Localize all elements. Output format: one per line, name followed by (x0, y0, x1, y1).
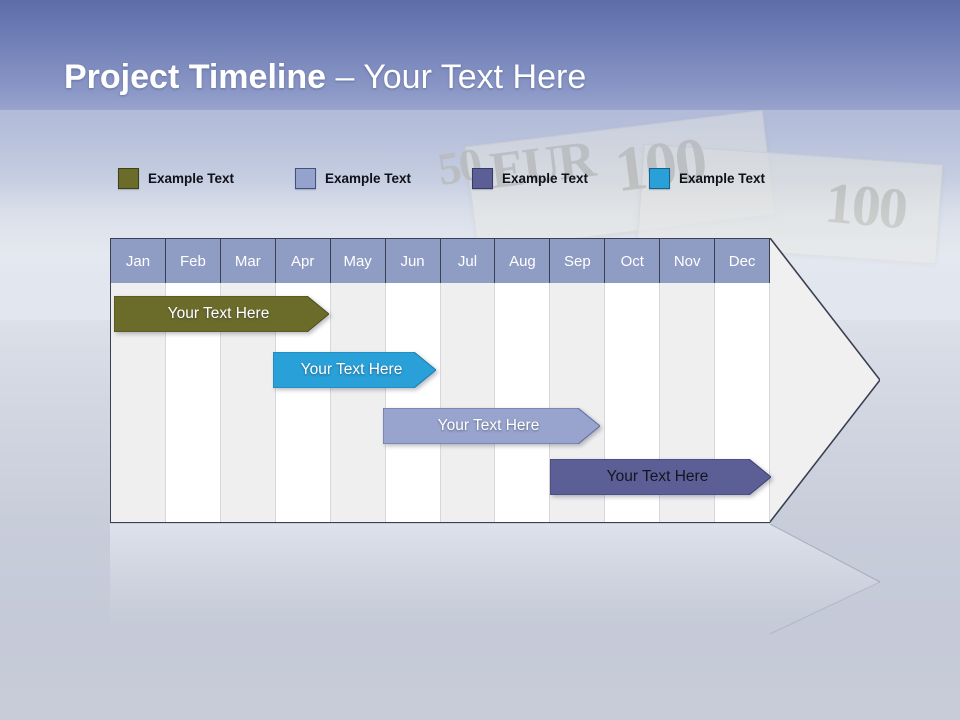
legend-swatch-icon-1 (118, 168, 139, 189)
task-bar-shape-2 (273, 352, 436, 388)
legend-label-1: Example Text (148, 171, 235, 186)
month-header-jan[interactable]: Jan (111, 239, 166, 283)
month-header-oct[interactable]: Oct (605, 239, 661, 283)
month-header-dec[interactable]: Dec (715, 239, 771, 283)
month-header-apr[interactable]: Apr (275, 239, 331, 283)
task-bar-1[interactable]: Your Text Here (114, 296, 329, 332)
legend-item-4[interactable]: Example Text (649, 168, 765, 189)
page-title-separator: – (326, 58, 364, 96)
month-header-sep[interactable]: Sep (550, 239, 606, 283)
legend-item-2[interactable]: Example Text (295, 168, 411, 189)
task-bar-label-3: Your Text Here (437, 417, 540, 434)
task-bar-shape-1 (114, 296, 329, 332)
month-column-aug (495, 283, 551, 523)
legend-swatch-icon-3 (472, 168, 493, 189)
task-bar-shape-4 (550, 459, 771, 495)
legend: Example Text Example Text Example Text Exam… (110, 168, 870, 192)
legend-label-2: Example Text (325, 171, 412, 186)
month-header-jul[interactable]: Jul (440, 239, 496, 283)
task-bar-2[interactable]: Your Text Here (273, 352, 436, 388)
legend-item-1[interactable]: Example Text (118, 168, 234, 189)
month-column-jul (440, 283, 496, 523)
task-bar-label-1: Your Text Here (167, 305, 270, 322)
legend-item-3[interactable]: Example Text (472, 168, 588, 189)
page-title-light: Your Text Here (363, 58, 587, 96)
page-title: Project Timeline – Your Text Here (64, 58, 586, 97)
page-title-bold: Project Timeline (64, 58, 327, 96)
month-header-aug[interactable]: Aug (495, 239, 551, 283)
grid-bottom-border (111, 522, 770, 523)
legend-label-4: Example Text (679, 171, 766, 186)
month-header-may[interactable]: May (330, 239, 386, 283)
month-header-mar[interactable]: Mar (220, 239, 276, 283)
task-bar-label-2: Your Text Here (300, 361, 403, 378)
month-header-feb[interactable]: Feb (165, 239, 221, 283)
month-column-may (330, 283, 386, 523)
task-bar-4[interactable]: Your Text Here (550, 459, 771, 495)
task-bar-3[interactable]: Your Text Here (383, 408, 600, 444)
task-bar-label-4: Your Text Here (606, 468, 709, 485)
legend-swatch-icon-4 (649, 168, 670, 189)
month-header-jun[interactable]: Jun (385, 239, 441, 283)
month-column-jun (385, 283, 441, 523)
month-header-nov[interactable]: Nov (660, 239, 716, 283)
task-bar-shape-3 (383, 408, 600, 444)
legend-label-3: Example Text (502, 171, 589, 186)
legend-swatch-icon-2 (295, 168, 316, 189)
